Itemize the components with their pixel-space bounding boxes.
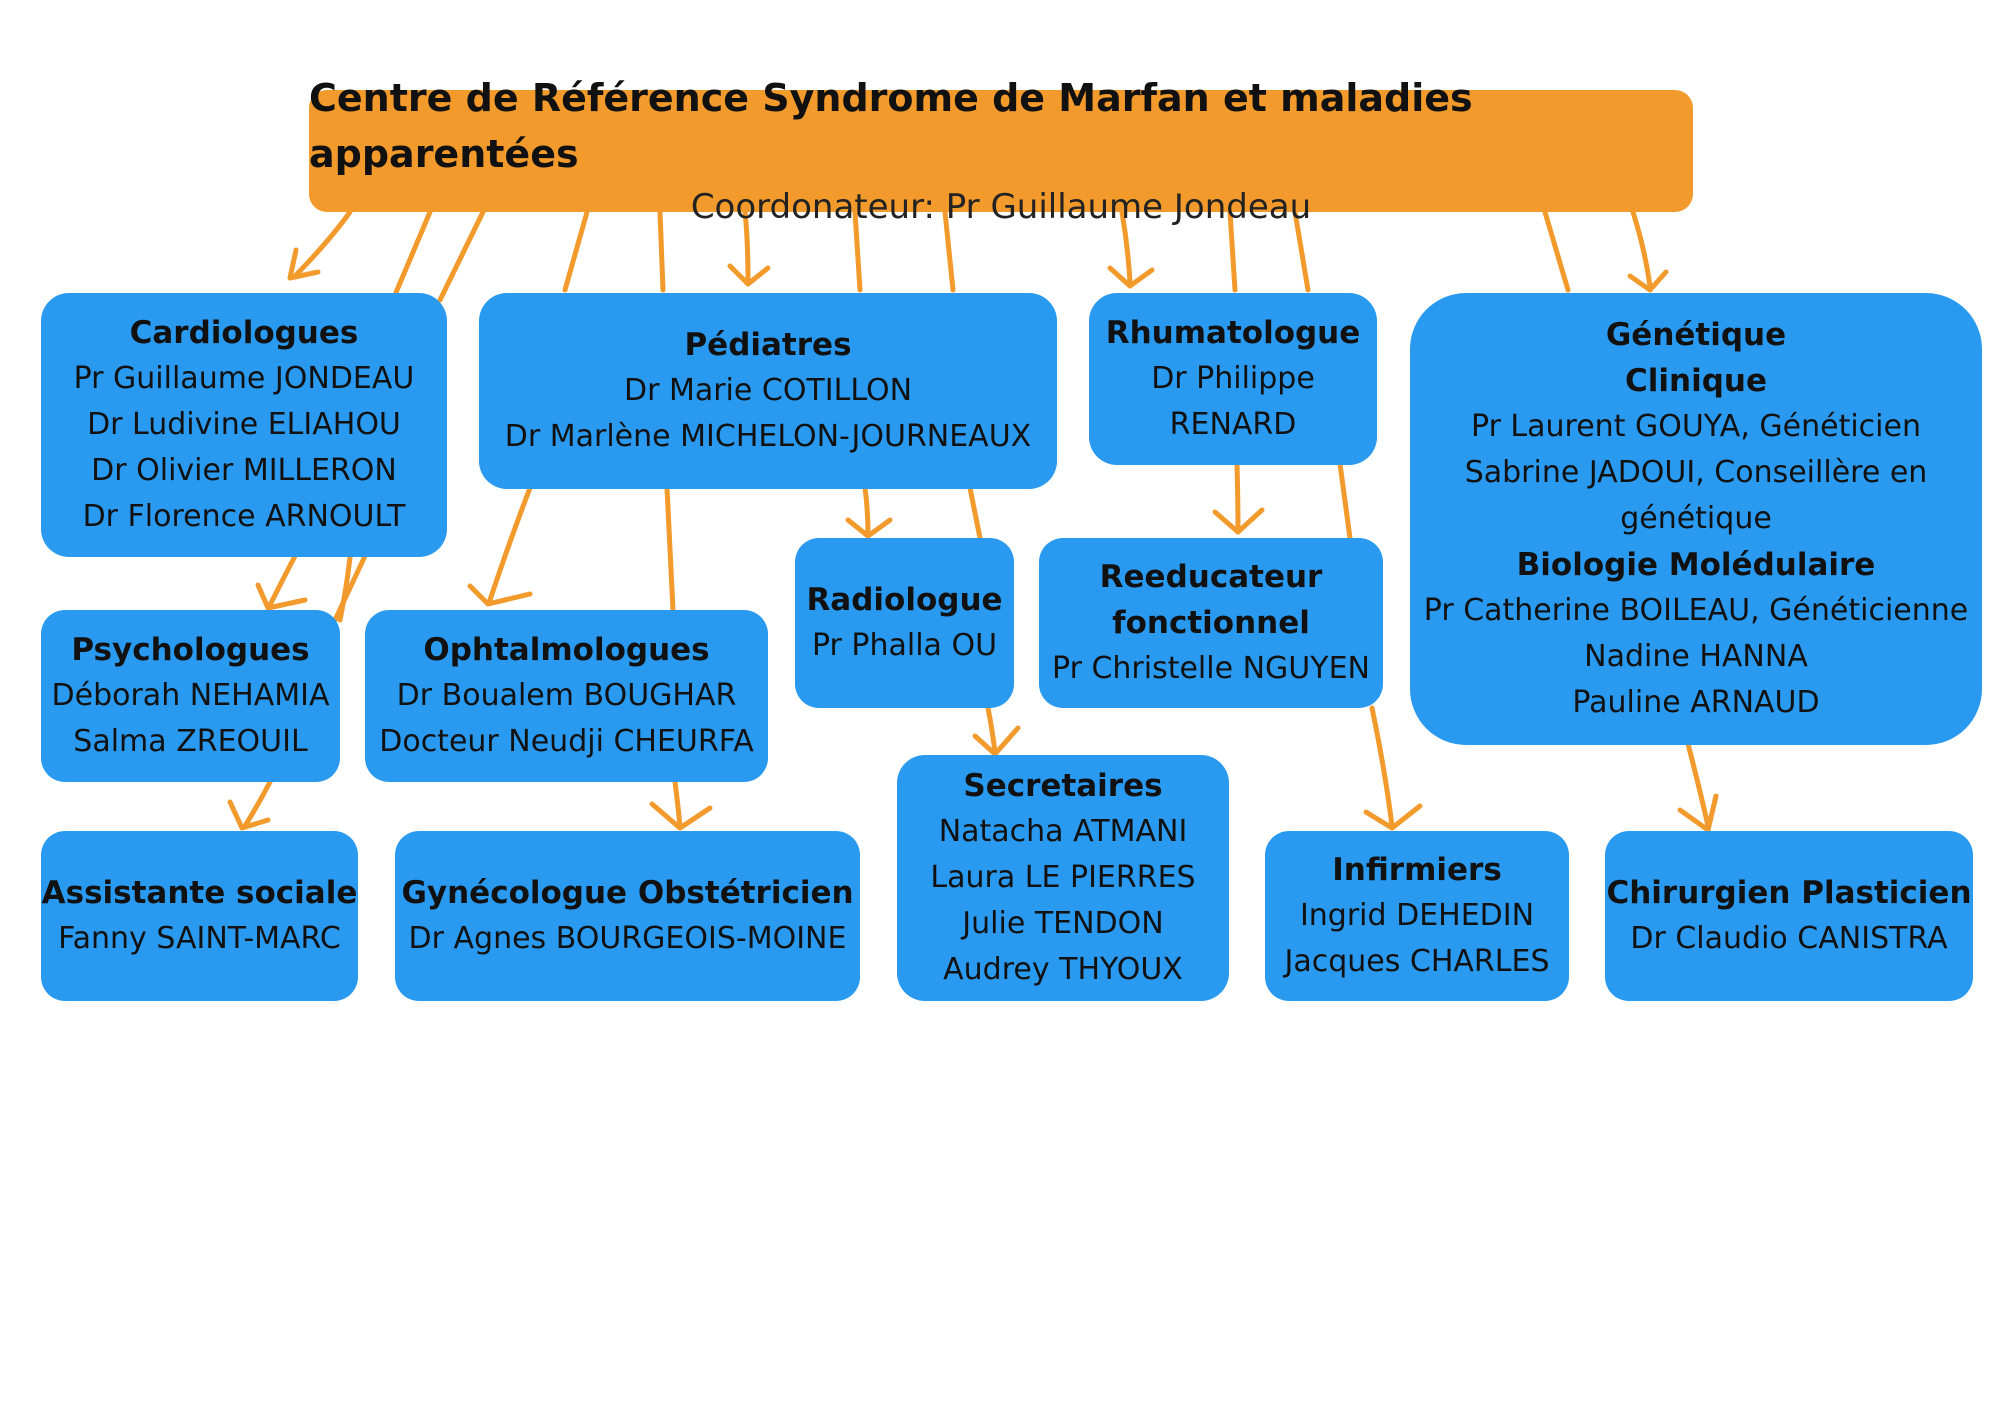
node-title: Gynécologue Obstétricien: [401, 875, 854, 911]
arrow-head: [972, 725, 1021, 757]
arrow-root-radiologue: [852, 209, 863, 293]
arrow-psycho-assistante: [332, 553, 368, 623]
arrow-genetique-chirurgien: [1685, 741, 1711, 829]
member: Dr Marlène MICHELON-JOURNEAUX: [504, 419, 1032, 454]
member: Pauline ARNAUD: [1572, 685, 1820, 720]
arrow-root-secretaires: [942, 209, 956, 293]
node-assistante-sociale: Assistante sociale Fanny SAINT-MARC: [41, 831, 358, 1001]
member: Dr Ludivine ELIAHOU: [87, 407, 401, 442]
member: Jacques CHARLES: [1284, 944, 1550, 979]
arrow-root-rhumatologue: [1119, 209, 1133, 285]
arrow-pediatres-ophtalmo: [487, 485, 533, 603]
arrow-head: [1107, 265, 1155, 289]
arrow-pediatres-secretaires: [967, 485, 998, 755]
member: Pr Catherine BOILEAU, Généticienne: [1423, 593, 1969, 628]
member: Natacha ATMANI: [938, 814, 1188, 849]
member: Julie TENDON: [962, 906, 1164, 941]
root-title: Centre de Référence Syndrome de Marfan e…: [309, 76, 1473, 176]
root-node: Centre de Référence Syndrome de Marfan e…: [309, 76, 1693, 227]
member: Dr Olivier MILLERON: [91, 453, 397, 488]
node-gynecologue: Gynécologue Obstétricien Dr Agnes BOURGE…: [395, 831, 860, 1001]
member: Laura LE PIERRES: [930, 860, 1196, 895]
node-subtitle: Biologie Molédulaire: [1516, 547, 1876, 583]
arrow-head: [649, 801, 713, 831]
node-infirmiers: Infirmiers Ingrid DEHEDIN Jacques CHARLE…: [1265, 831, 1569, 1001]
node-title: Radiologue: [806, 582, 1003, 618]
member: Dr Agnes BOURGEOIS-MOINE: [408, 921, 847, 956]
member: Pr Christelle NGUYEN: [1052, 651, 1370, 686]
node-title: Psychologues: [71, 632, 310, 668]
arrow-head: [227, 799, 271, 831]
arrow-root-infirmiers: [1292, 209, 1311, 293]
arrow-head: [1363, 803, 1423, 831]
arrow-rhumato-infirmiers: [1337, 461, 1395, 829]
node-psychologues: Psychologues Déborah NEHAMIA Salma ZREOU…: [41, 610, 340, 782]
member: Pr Laurent GOUYA, Généticien: [1471, 409, 1921, 444]
node-title: Ophtalmologues: [423, 632, 710, 668]
arrow-head: [255, 582, 308, 611]
arrow-pediatres-radiologue: [862, 485, 871, 537]
node-ophtalmologues: Ophtalmologues Dr Boualem BOUGHAR Docteu…: [365, 610, 768, 782]
arrow-head: [727, 263, 771, 287]
arrow-head: [1627, 269, 1669, 293]
arrow-head: [287, 247, 321, 281]
node-secretaires: Secretaires Natacha ATMANI Laura LE PIER…: [897, 755, 1229, 1001]
arrow-root-chirurgien: [1542, 209, 1571, 293]
member: génétique: [1620, 501, 1772, 536]
node-title: Secretaires: [963, 768, 1163, 804]
node-rhumatologue: Rhumatologue Dr Philippe RENARD: [1089, 293, 1377, 465]
node-title: Assistante sociale: [41, 875, 358, 911]
node-title: Cardiologues: [129, 315, 359, 351]
member: Audrey THYOUX: [943, 952, 1183, 987]
arrow-root-assistante: [437, 209, 486, 303]
arrow-root-reeducateur: [1227, 209, 1238, 293]
member: Salma ZREOUIL: [73, 724, 308, 759]
node-reeducateur: Reeducateur fonctionnel Pr Christelle NG…: [1039, 538, 1383, 708]
node-title: Génétique: [1605, 317, 1787, 353]
arrow-pediatres-gyneco: [664, 485, 683, 829]
node-title: Rhumatologue: [1105, 315, 1361, 351]
node-title: fonctionnel: [1112, 605, 1310, 641]
member: Déborah NEHAMIA: [51, 678, 330, 713]
member: Dr Philippe: [1151, 361, 1315, 396]
member: Ingrid DEHEDIN: [1299, 898, 1535, 933]
root-subtitle: Coordonateur: Pr Guillaume Jondeau: [690, 187, 1312, 227]
member: RENARD: [1169, 407, 1297, 442]
node-title: Chirurgien Plasticien: [1606, 875, 1972, 911]
arrow-cardio-psycho: [267, 553, 298, 608]
arrow-root-genetique: [1630, 209, 1653, 289]
arrow-head: [845, 517, 893, 539]
member: Sabrine JADOUI, Conseillère en: [1464, 455, 1928, 490]
node-cardiologues: Cardiologues Pr Guillaume JONDEAU Dr Lud…: [41, 293, 447, 557]
member: Dr Marie COTILLON: [623, 373, 913, 408]
arrow-root-ophtalmo: [562, 209, 590, 293]
member: Pr Phalla OU: [811, 628, 998, 663]
arrow-head: [1677, 793, 1719, 833]
node-title: Reeducateur: [1099, 559, 1323, 595]
member: Nadine HANNA: [1584, 639, 1808, 674]
node-genetique: Génétique Clinique Pr Laurent GOUYA, Gén…: [1410, 293, 1982, 745]
node-radiologue: Radiologue Pr Phalla OU: [795, 538, 1014, 708]
arrow-head: [467, 583, 533, 607]
arrow-rhumato-reeducateur: [1234, 461, 1241, 533]
arrow-psycho-assistante-2: [242, 779, 273, 829]
arrow-root-pediatres: [742, 209, 751, 285]
node-pediatres: Pédiatres Dr Marie COTILLON Dr Marlène M…: [479, 293, 1057, 489]
member: Fanny SAINT-MARC: [58, 921, 341, 956]
member: Pr Guillaume JONDEAU: [73, 361, 415, 396]
node-title: Pédiatres: [684, 327, 852, 363]
node-title: Clinique: [1625, 363, 1767, 399]
member: Dr Florence ARNOULT: [82, 499, 406, 534]
arrow-root-gyneco: [657, 209, 666, 293]
arrow-root-cardiologues: [293, 209, 353, 278]
arrow-head: [1212, 507, 1265, 535]
member: Dr Boualem BOUGHAR: [396, 678, 737, 713]
node-chirurgien: Chirurgien Plasticien Dr Claudio CANISTR…: [1605, 831, 1973, 1001]
node-title: Infirmiers: [1332, 852, 1502, 888]
member: Docteur Neudji CHEURFA: [379, 724, 754, 759]
member: Dr Claudio CANISTRA: [1630, 921, 1948, 956]
